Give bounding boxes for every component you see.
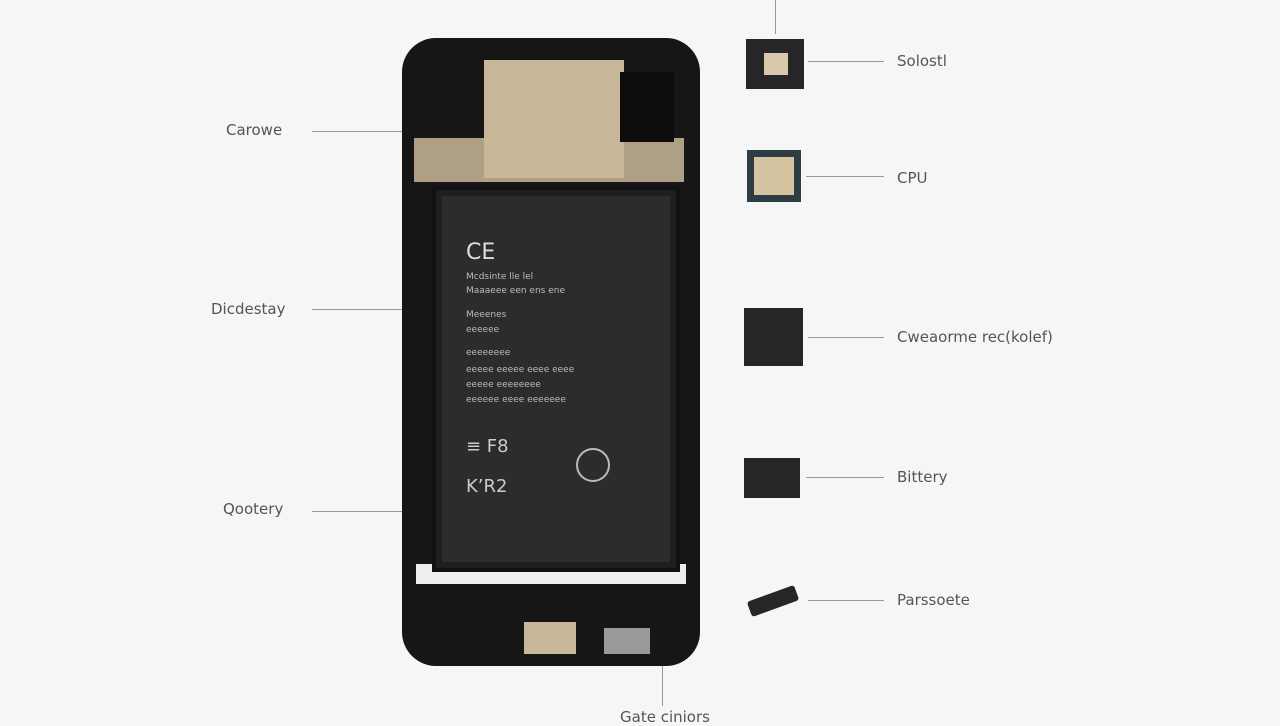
battery-chip	[744, 458, 800, 498]
board-frame	[414, 138, 684, 182]
label-battery-left: Qootery	[223, 500, 284, 518]
ce-mark: CE	[466, 240, 496, 265]
leader-line	[808, 61, 884, 62]
leader-line	[806, 477, 884, 478]
cpu-chip	[747, 150, 801, 202]
battery-text: eeeee eeeeeeee	[466, 380, 541, 390]
battery-text: eeeeee	[466, 325, 500, 335]
battery-text: Meeenes	[466, 310, 507, 320]
leader-line	[808, 600, 884, 601]
leader-line	[312, 309, 402, 310]
battery-mark: K’R2	[466, 476, 508, 497]
battery-text: eeeeee eeee eeeeeee	[466, 395, 566, 405]
leader-line	[775, 0, 776, 34]
sensor-chip	[746, 39, 804, 89]
label-camera: Carowe	[226, 121, 283, 139]
battery-text: Maaaeee een ens ene	[466, 286, 565, 296]
battery-text: eeeeeeee	[466, 348, 511, 358]
leader-line	[312, 511, 402, 512]
chip-block	[620, 72, 674, 142]
charging-port	[524, 622, 576, 654]
leader-line	[808, 337, 884, 338]
label-memory: Cweaorme rec(kolef)	[897, 328, 1053, 346]
label-bottom: Gate ciniors	[620, 708, 710, 726]
leader-line	[662, 666, 663, 706]
memory-chip	[744, 308, 803, 366]
label-battery-right: Bittery	[897, 468, 948, 486]
connector-part	[746, 584, 800, 618]
label-display: Dicdestay	[211, 300, 286, 318]
label-cpu: CPU	[897, 169, 928, 187]
leader-line	[312, 131, 402, 132]
battery-mark: ≡ F8	[466, 436, 509, 457]
battery-text: eeeee eeeee eeee eeee	[466, 365, 575, 375]
speaker-grill	[604, 628, 650, 654]
label-sensor: Solostl	[897, 52, 947, 70]
battery-text: Mcdsinte lle lel	[466, 272, 534, 282]
label-part: Parssoete	[897, 591, 970, 609]
battery-pack: CE Mcdsinte lle lel Maaaeee een ens ene …	[432, 186, 680, 572]
recycle-icon	[576, 448, 610, 482]
leader-line	[806, 176, 884, 177]
